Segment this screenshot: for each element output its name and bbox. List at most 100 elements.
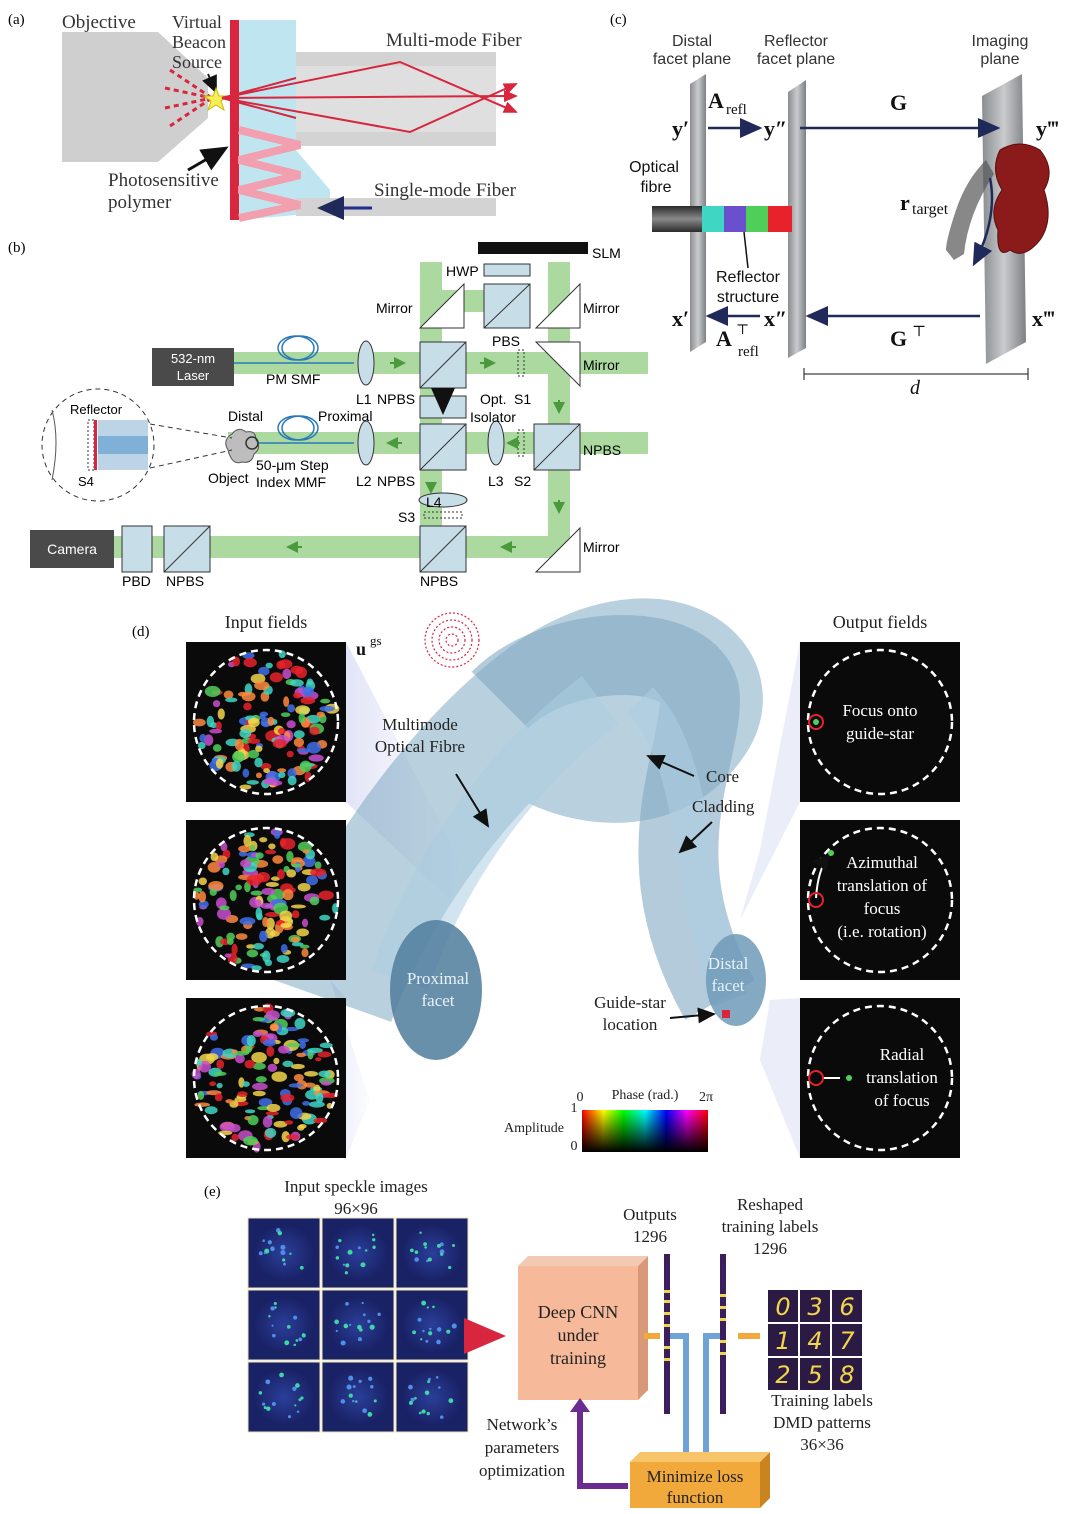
pbd [121,525,153,573]
digit-cell [832,1290,862,1322]
reshaped-label-1: Reshaped [737,1195,804,1214]
mirror-label-1: Mirror [376,300,413,316]
camera-label: Camera [47,541,97,557]
digit-label: 6 [839,1293,854,1321]
s4-label: S4 [78,474,94,489]
x-prime: x′ [672,306,689,331]
input-fields-title: Input fields [225,612,308,632]
objective-lens [62,32,208,162]
multimode-label-1: Multimode [382,715,458,734]
panel-b: (b) SLM HWP PBS Mirror Mirror Mirror Mir… [8,240,648,589]
tl-line1: Training labels [771,1391,873,1410]
beacon-label: Beacon [172,32,226,52]
input-fields-column [186,642,346,1158]
labels-vector [720,1254,726,1414]
out3-line2: translation [866,1068,938,1087]
guide-star-label-1: Guide-star [594,993,666,1012]
a-refl-sub: refl [726,102,747,118]
minimize-loss-box [630,1462,760,1508]
outputs-count: 1296 [633,1227,667,1246]
hwp-label: HWP [446,263,479,279]
reflector-segment-purple [724,206,746,232]
reflector-structure-label-1: Reflector [716,269,781,286]
a-refl-main: A [708,88,724,113]
digit-cell [768,1324,798,1356]
lens-l3 [487,420,505,466]
reflector-plane-label-1: Reflector [764,33,829,50]
distal-facet [706,934,766,1026]
input-speckle-title: Input speckle images [284,1177,428,1196]
y-prime: y′ [672,116,689,141]
reflector-segment-red [768,206,792,232]
pbs-label: PBS [492,333,520,349]
step-label-2: Index MMF [256,474,326,490]
digit-label: 4 [807,1327,822,1355]
pipe-labels-loss [703,1333,720,1460]
panel-d: (d) Input fields Output fields Proximal … [132,598,960,1158]
opt-label: Opt. [480,391,506,407]
mirror-label-3: Mirror [583,357,620,373]
cnn-line1: Deep CNN [538,1302,618,1322]
speckle-image-grid [247,1217,469,1433]
lens-l1 [357,340,375,386]
mirror-top-right [534,282,581,329]
at-refl-sup: ⊤ [736,323,749,338]
distal-facet-label: facet [711,976,744,995]
npbs-label-1: NPBS [377,391,415,407]
panel-b-label: (b) [8,240,26,256]
panel-a-label: (a) [8,12,25,28]
net-line3: optimization [479,1461,565,1480]
optical-fibre [652,206,706,232]
loss-line1: Minimize loss [647,1467,744,1486]
virtual-label: Virtual [172,12,222,32]
input-field-1 [186,642,346,802]
x-triple-prime: x‴ [1032,306,1055,331]
multimode-label-2: Optical Fibre [375,737,465,756]
outputs-label: Outputs [623,1205,677,1224]
reflector-structure-label-2: structure [717,289,779,306]
laser [152,348,234,386]
cnn-line2: under [558,1325,599,1345]
s2-label: S2 [514,473,531,489]
digit-cell [800,1324,830,1356]
phase-amplitude-colorbar: Phase (rad.) 0 2π Amplitude 1 0 [504,1088,713,1154]
out3-line3: of focus [874,1091,929,1110]
beacon-star-icon [202,86,230,112]
write-beam-zigzag [238,126,301,222]
reshaped-label-3: 1296 [753,1239,787,1258]
input-field-3 [186,998,346,1158]
npbs-label-2: NPBS [377,473,415,489]
panel-a: (a) Objective Virtual Beacon Source Mult… [8,12,522,222]
core-label: Core [706,767,739,786]
s3-label: S3 [398,509,415,525]
cnn-line3: training [550,1348,606,1368]
singlemode-fiber [296,198,496,216]
mirror-label-4: Mirror [583,539,620,555]
r-target-main: r [900,190,910,215]
camera [30,530,114,568]
proximal-label: Proximal [318,408,372,424]
speckle-image [247,1217,321,1289]
npbs-label-5: NPBS [166,573,204,589]
gt-main: G [890,326,907,351]
hwp [483,263,531,277]
fiber-coupler [239,20,330,220]
input-speckle-size: 96×96 [334,1199,378,1218]
tl-line3: 36×36 [800,1435,844,1454]
l4-label: L4 [426,494,442,510]
npbs-label-3: NPBS [583,442,621,458]
mirror-bottom-right [534,526,581,573]
reflector-segment-cyan [702,206,724,232]
out1-line1: Focus onto [842,701,917,720]
mmf-label: Multi-mode Fiber [386,30,522,51]
r-target-sub: target [912,201,949,218]
guide-star-label-2: location [603,1015,658,1034]
distal-plane-label-2: facet plane [653,51,731,68]
digit-cell [832,1324,862,1356]
input-field-2 [186,820,346,980]
speckle-image [247,1289,321,1361]
l1-label: L1 [356,391,372,407]
mirror-mid-right [534,341,581,388]
polymer-label: polymer [108,192,172,213]
step-label-1: 50-μm Step [256,457,329,473]
